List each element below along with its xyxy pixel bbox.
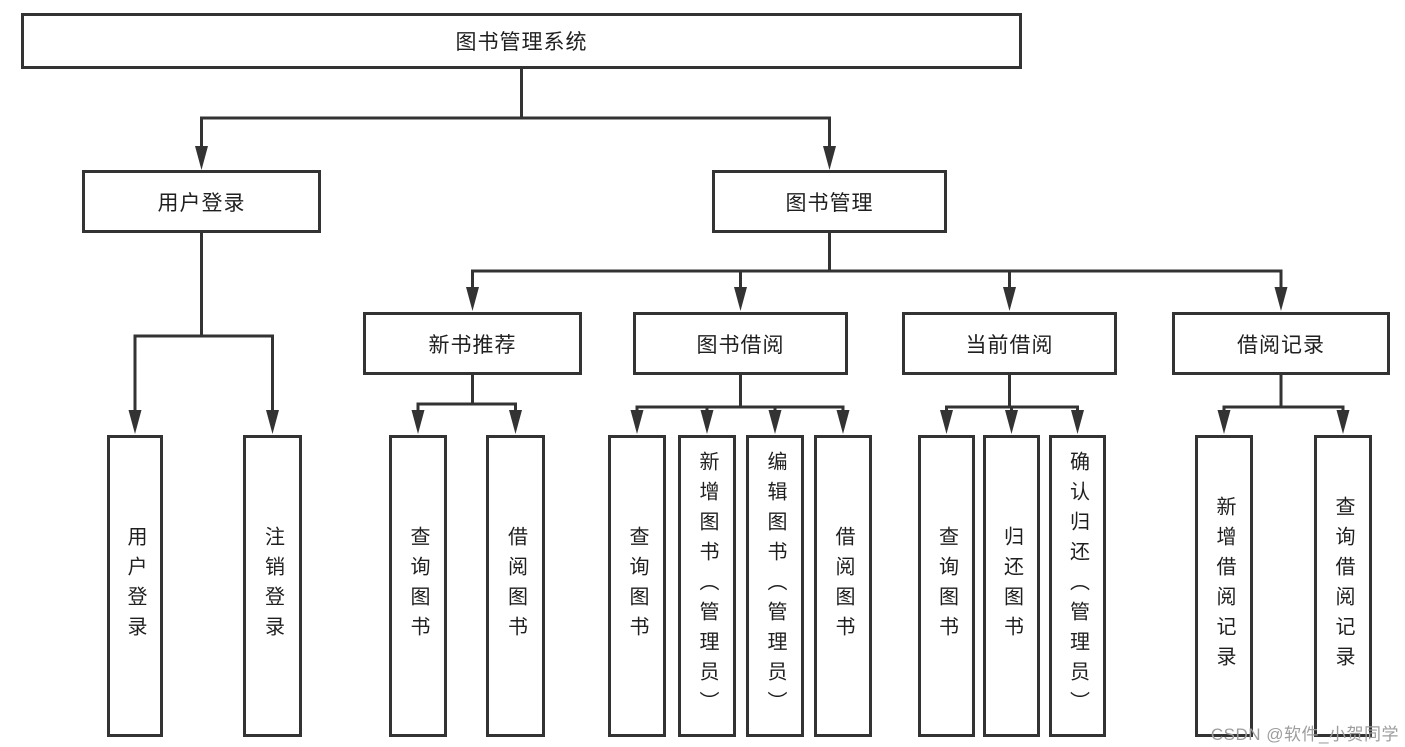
node-borrowing-records: 借阅记录 — [1172, 312, 1390, 375]
node-book-borrowing-label: 图书借阅 — [696, 333, 785, 357]
node-edit-book-admin-label: 编辑图书（管理员） — [764, 451, 786, 721]
node-user-login-label: 用户登录 — [157, 191, 246, 215]
node-add-borrow-record-label: 新增借阅记录 — [1213, 496, 1235, 676]
node-query-borrow-record-label: 查询借阅记录 — [1332, 496, 1354, 676]
node-edit-book-admin: 编辑图书（管理员） — [746, 435, 804, 737]
node-book-management: 图书管理 — [712, 170, 947, 233]
node-query-borrow-record: 查询借阅记录 — [1314, 435, 1372, 737]
node-return-book-label: 归还图书 — [1000, 526, 1023, 646]
node-logout-action-label: 注销登录 — [261, 526, 284, 646]
node-new-book-recommend-label: 新书推荐 — [428, 333, 517, 357]
node-current-borrowing: 当前借阅 — [902, 312, 1117, 375]
node-add-borrow-record: 新增借阅记录 — [1195, 435, 1253, 737]
node-confirm-return-admin: 确认归还（管理员） — [1049, 435, 1106, 737]
node-book-management-label: 图书管理 — [785, 191, 874, 215]
node-borrowing-records-label: 借阅记录 — [1237, 333, 1325, 357]
node-user-login-action-label: 用户登录 — [124, 526, 146, 646]
connector-new-book-children — [411, 375, 522, 434]
connector-current-borrowing-children — [940, 375, 1084, 434]
csdn-watermark: CSDN @软件_小贺同学 — [1210, 725, 1399, 744]
node-book-borrowing: 图书借阅 — [633, 312, 848, 375]
node-user-login-action: 用户登录 — [107, 435, 163, 737]
connector-user-login-children — [128, 233, 279, 434]
connector-book-borrowing-children — [630, 375, 850, 434]
node-add-book-admin-label: 新增图书（管理员） — [696, 451, 718, 721]
node-borrow-books-recommend-label: 借阅图书 — [504, 526, 527, 646]
node-new-book-recommend: 新书推荐 — [363, 312, 582, 375]
node-user-login: 用户登录 — [82, 170, 321, 233]
node-current-borrowing-label: 当前借阅 — [965, 333, 1054, 357]
node-root-system: 图书管理系统 — [21, 13, 1022, 69]
node-query-books-current-label: 查询图书 — [935, 526, 958, 646]
node-logout-action: 注销登录 — [243, 435, 302, 737]
node-query-books-borrowing: 查询图书 — [608, 435, 666, 737]
connector-root-to-level2 — [195, 69, 836, 170]
connector-borrowing-records-children — [1217, 375, 1350, 434]
node-borrow-books-recommend: 借阅图书 — [486, 435, 545, 737]
node-query-books-recommend-label: 查询图书 — [407, 526, 429, 646]
node-query-books-current: 查询图书 — [918, 435, 975, 737]
node-borrow-books-action-label: 借阅图书 — [832, 526, 854, 646]
node-add-book-admin: 新增图书（管理员） — [678, 435, 736, 737]
node-query-books-borrowing-label: 查询图书 — [626, 526, 648, 646]
connector-book-management-children — [466, 233, 1288, 311]
node-return-book: 归还图书 — [983, 435, 1040, 737]
node-root-system-label: 图书管理系统 — [455, 31, 588, 54]
node-borrow-books-action: 借阅图书 — [814, 435, 872, 737]
node-query-books-recommend: 查询图书 — [389, 435, 447, 737]
node-confirm-return-admin-label: 确认归还（管理员） — [1066, 451, 1089, 721]
